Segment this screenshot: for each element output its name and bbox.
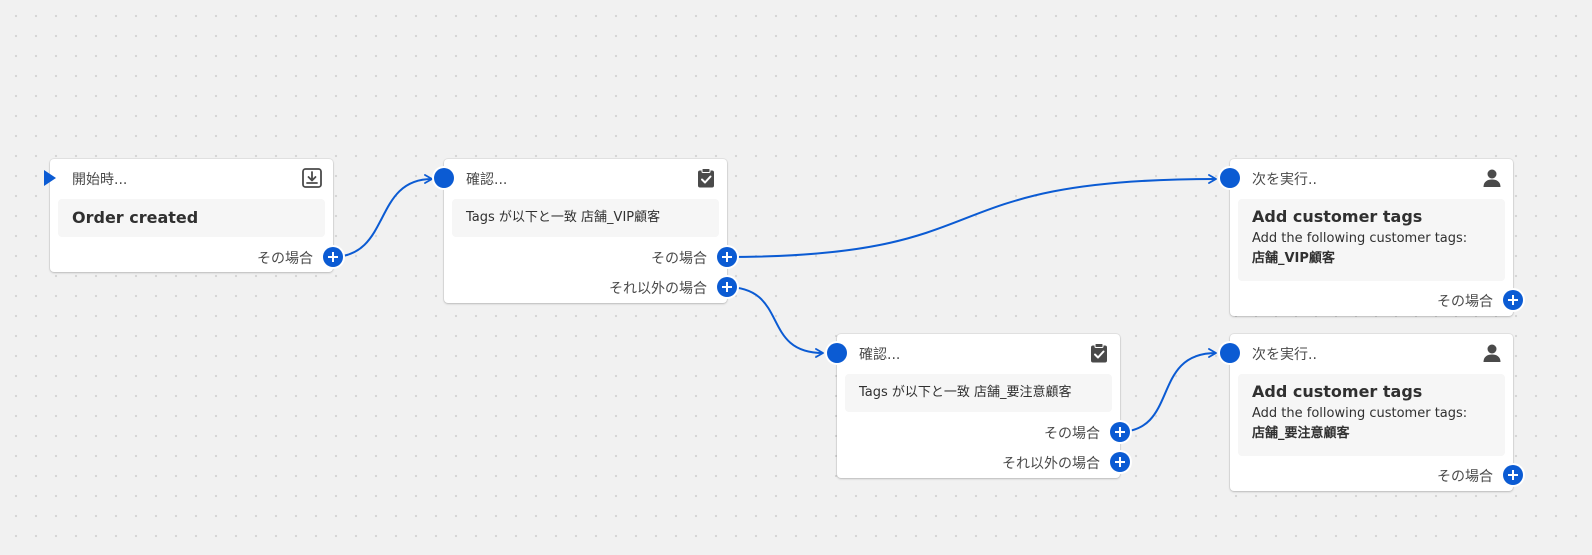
node-header: 開始時... <box>50 159 333 197</box>
input-port[interactable] <box>1220 168 1240 188</box>
action-description: Add the following customer tags: <box>1252 406 1468 421</box>
trigger-event-label: Order created <box>72 208 199 227</box>
condition-text: Tags が以下と一致 店舗_要注意顧客 <box>859 385 1072 400</box>
clipboard-check-icon <box>1091 343 1107 363</box>
action-node-vip[interactable]: 次を実行.. Add customer tags Add the followi… <box>1220 159 1523 316</box>
action-description: Add the following customer tags: <box>1252 231 1468 246</box>
condition-node-caution[interactable]: 確認... Tags が以下と一致 店舗_要注意顧客 その場合 それ以外の場合 <box>827 334 1130 478</box>
condition-body: Tags が以下と一致 店舗_要注意顧客 <box>845 374 1112 412</box>
person-icon <box>1483 344 1501 362</box>
node-header: 次を実行.. <box>1230 159 1513 197</box>
action-heading: Add customer tags <box>1252 382 1423 401</box>
input-port[interactable] <box>434 168 454 188</box>
add-step-button[interactable] <box>717 247 737 267</box>
port-otherwise-label: それ以外の場合 <box>1002 456 1100 472</box>
node-title: 開始時... <box>72 172 128 188</box>
add-step-button[interactable] <box>717 277 737 297</box>
clipboard-check-icon <box>698 168 714 188</box>
add-step-button[interactable] <box>1503 290 1523 310</box>
port-then-label: その場合 <box>651 251 707 267</box>
trigger-start-marker <box>44 170 56 186</box>
connector-vip-then-to-action-vip <box>725 174 1217 258</box>
port-then: その場合 <box>133 246 343 268</box>
port-then-label: その場合 <box>257 251 313 267</box>
add-step-button[interactable] <box>323 247 343 267</box>
port-then-label: その場合 <box>1437 469 1493 485</box>
add-step-button[interactable] <box>1110 422 1130 442</box>
port-then-label: その場合 <box>1044 426 1100 442</box>
add-step-button[interactable] <box>1110 452 1130 472</box>
person-icon <box>1483 169 1501 187</box>
connector-caution-then-to-action-caution <box>1117 348 1217 433</box>
node-title: 次を実行.. <box>1252 347 1317 363</box>
action-node-caution[interactable]: 次を実行.. Add customer tags Add the followi… <box>1220 334 1523 491</box>
input-port[interactable] <box>827 343 847 363</box>
connector-trigger-to-condition-vip <box>331 174 433 258</box>
port-then: その場合 <box>527 246 737 268</box>
trigger-node[interactable]: 開始時... Order created その場合 <box>44 159 343 272</box>
condition-body: Tags が以下と一致 店舗_VIP顧客 <box>452 199 719 237</box>
download-icon <box>302 168 322 188</box>
input-port[interactable] <box>1220 343 1240 363</box>
condition-text: Tags が以下と一致 店舗_VIP顧客 <box>466 210 661 225</box>
node-title: 確認... <box>466 172 508 188</box>
port-otherwise: それ以外の場合 <box>527 276 737 298</box>
port-otherwise: それ以外の場合 <box>920 451 1130 473</box>
node-header: 次を実行.. <box>1230 334 1513 372</box>
action-tag-value: 店舗_要注意顧客 <box>1252 426 1350 441</box>
action-body: Add customer tags Add the following cust… <box>1238 199 1505 281</box>
trigger-body: Order created <box>58 199 325 237</box>
node-header: 確認... <box>837 334 1120 372</box>
port-then: その場合 <box>1313 289 1523 311</box>
port-then-label: その場合 <box>1437 294 1493 310</box>
port-then: その場合 <box>920 421 1130 443</box>
node-title: 次を実行.. <box>1252 172 1317 188</box>
condition-node-vip[interactable]: 確認... Tags が以下と一致 店舗_VIP顧客 その場合 それ以外の場合 <box>434 159 737 303</box>
node-title: 確認... <box>859 347 901 363</box>
add-step-button[interactable] <box>1503 465 1523 485</box>
action-tag-value: 店舗_VIP顧客 <box>1252 251 1335 266</box>
action-heading: Add customer tags <box>1252 207 1423 226</box>
connector-vip-otherwise-to-condition-caution <box>725 286 824 358</box>
action-body: Add customer tags Add the following cust… <box>1238 374 1505 456</box>
port-otherwise-label: それ以外の場合 <box>609 281 707 297</box>
port-then: その場合 <box>1313 464 1523 486</box>
node-header: 確認... <box>444 159 727 197</box>
